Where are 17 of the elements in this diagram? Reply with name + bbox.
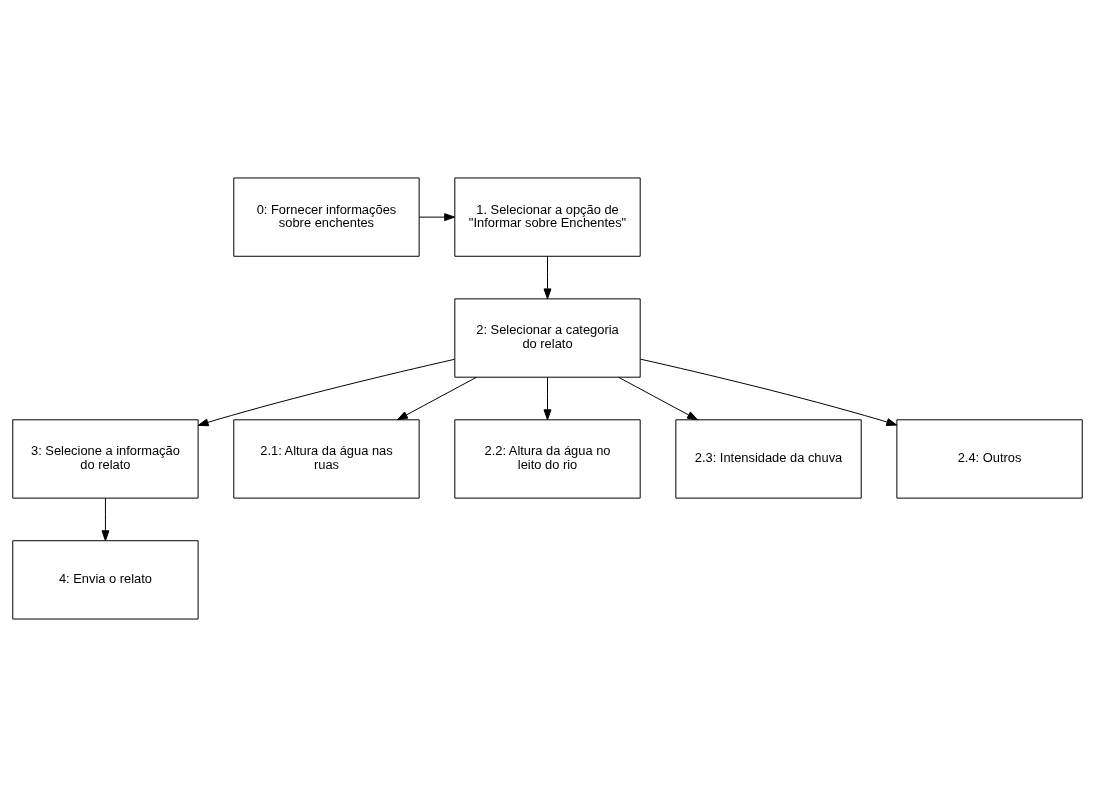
- node-box: 2: Selecionar a categoria do relato: [454, 297, 641, 378]
- node-box: 1. Selecionar a opção de "Informar sobre Enchentes": [454, 176, 641, 257]
- arrow: [418, 212, 456, 221]
- node-box: 2.4: Outros: [896, 418, 1083, 499]
- node-box: 2.3: Intensidade da chuva: [675, 418, 862, 499]
- arrow: [197, 358, 455, 426]
- arrow: [397, 376, 477, 420]
- arrow: [639, 358, 898, 426]
- arrow: [618, 376, 698, 420]
- arrow: [101, 497, 110, 541]
- arrow: [543, 255, 552, 299]
- arrow: [543, 376, 552, 420]
- node-box: 2.1: Altura da água nas ruas: [233, 418, 420, 499]
- node-box: 4: Envia o relato: [12, 539, 199, 620]
- node-box: 0: Fornecer informações sobre enchentes: [233, 176, 420, 257]
- node-box: 3: Selecione a informação do relato: [12, 418, 199, 499]
- node-box: 2.2: Altura da água no leito do rio: [454, 418, 641, 499]
